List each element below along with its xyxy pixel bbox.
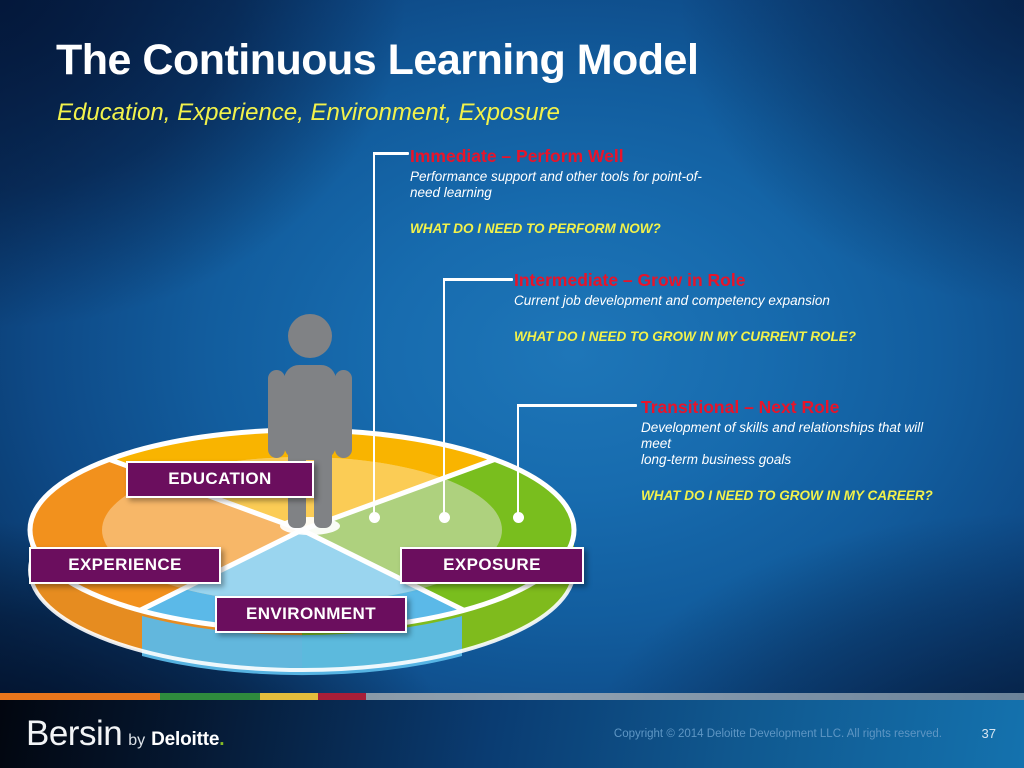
leader-line-transitional bbox=[513, 404, 642, 529]
callout-transitional-question: WHAT DO I NEED TO GROW IN MY CAREER? bbox=[641, 488, 933, 503]
leader-endpoint-dot bbox=[439, 512, 450, 523]
callout-transitional-body: Development of skills and relationships … bbox=[641, 420, 924, 467]
bersin-by-deloitte-logo: Bersin by Deloitte . bbox=[26, 714, 224, 754]
logo-by-text: by bbox=[128, 732, 146, 749]
color-bar-segment-green bbox=[160, 693, 260, 700]
logo-bersin-text: Bersin bbox=[26, 714, 123, 753]
quadrant-label-education[interactable]: EDUCATION bbox=[126, 461, 314, 498]
leader-endpoint-dot bbox=[369, 512, 380, 523]
color-bar-segment-crimson bbox=[318, 693, 366, 700]
page-subtitle: Education, Experience, Environment, Expo… bbox=[57, 99, 560, 126]
page-title: The Continuous Learning Model bbox=[56, 36, 699, 84]
footer-band bbox=[0, 700, 1024, 768]
leader-line-immediate bbox=[369, 152, 413, 527]
leader-horizontal-segment bbox=[517, 404, 637, 407]
callout-immediate-heading: Immediate – Perform Well bbox=[410, 146, 624, 166]
quadrant-label-exposure-text: EXPOSURE bbox=[443, 555, 541, 574]
quadrant-label-environment-text: ENVIRONMENT bbox=[245, 604, 377, 623]
callout-intermediate-question: WHAT DO I NEED TO GROW IN MY CURRENT ROL… bbox=[514, 329, 856, 344]
person-figure-icon bbox=[268, 314, 352, 535]
leader-endpoint-dot bbox=[513, 512, 524, 523]
callout-immediate-question: WHAT DO I NEED TO PERFORM NOW? bbox=[410, 221, 661, 236]
quadrant-label-experience-text: EXPERIENCE bbox=[68, 555, 182, 574]
color-bar-segment-gold bbox=[260, 693, 318, 700]
callout-immediate: Immediate – Perform Well Performance sup… bbox=[410, 146, 710, 237]
logo-green-period: . bbox=[219, 729, 225, 750]
logo-deloitte-text: Deloitte bbox=[151, 729, 220, 750]
figure-leg-right bbox=[314, 433, 332, 528]
leader-vertical-segment bbox=[443, 278, 445, 517]
figure-arm-right bbox=[335, 370, 352, 458]
leader-horizontal-segment bbox=[373, 152, 409, 155]
callout-intermediate-heading: Intermediate – Grow in Role bbox=[514, 270, 746, 290]
callout-intermediate-body: Current job development and competency e… bbox=[514, 293, 830, 308]
copyright-notice: Copyright © 2014 Deloitte Development LL… bbox=[613, 728, 942, 740]
brand-color-bar bbox=[0, 693, 1024, 700]
quadrant-label-education-text: EDUCATION bbox=[168, 469, 272, 488]
callout-transitional: Transitional – Next Role Development of … bbox=[641, 397, 941, 504]
page-number: 37 bbox=[981, 726, 996, 741]
callout-intermediate: Intermediate – Grow in Role Current job … bbox=[514, 270, 874, 345]
leader-horizontal-segment bbox=[443, 278, 513, 281]
figure-head bbox=[288, 314, 332, 358]
quadrant-label-experience[interactable]: EXPERIENCE bbox=[29, 547, 221, 584]
callout-transitional-heading: Transitional – Next Role bbox=[641, 397, 840, 417]
color-bar-segment-gray bbox=[366, 693, 1024, 700]
leader-line-intermediate bbox=[439, 278, 518, 528]
leader-vertical-segment bbox=[517, 404, 519, 517]
callout-immediate-body: Performance support and other tools for … bbox=[410, 169, 702, 200]
color-bar-segment-orange bbox=[0, 693, 160, 700]
quadrant-label-exposure[interactable]: EXPOSURE bbox=[400, 547, 584, 584]
quadrant-label-environment[interactable]: ENVIRONMENT bbox=[215, 596, 407, 633]
leader-vertical-segment bbox=[373, 152, 375, 517]
figure-arm-left bbox=[268, 370, 285, 458]
